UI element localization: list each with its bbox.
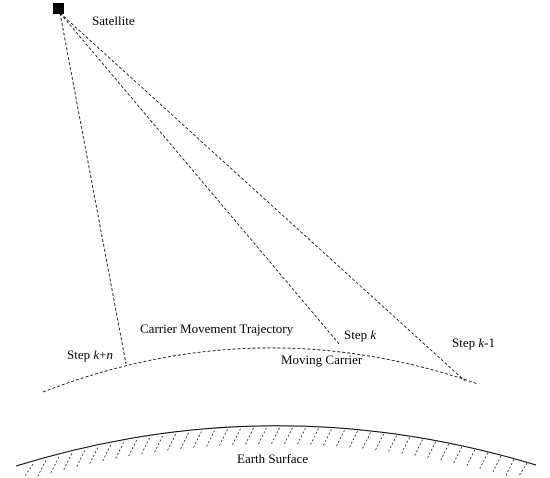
hatch-mark: [401, 437, 410, 454]
hatch-mark: [297, 427, 306, 445]
hatch-mark: [349, 431, 358, 448]
hatch-mark: [414, 439, 423, 456]
hatch-mark: [76, 450, 86, 467]
hatch-mark: [245, 428, 254, 445]
hatch-mark: [167, 434, 176, 451]
carrier-trajectory-arc: [42, 347, 479, 393]
line-of-sight-k-minus-1: [59, 12, 466, 382]
trajectory-label: Carrier Movement Trajectory: [140, 321, 294, 336]
hatch-mark: [323, 429, 332, 446]
hatch-mark: [440, 444, 450, 461]
hatch-mark: [505, 459, 515, 476]
hatch-mark: [492, 455, 502, 473]
hatch-mark: [271, 427, 280, 444]
hatch-mark: [141, 437, 150, 455]
earth-surface-label: Earth Surface: [237, 451, 308, 466]
step-k-label: Step k: [344, 327, 376, 342]
hatch-mark: [102, 444, 112, 462]
hatch-mark: [453, 446, 463, 464]
earth-surface-arc: [15, 425, 537, 467]
hatch-mark: [336, 429, 345, 447]
hatch-mark: [206, 430, 215, 447]
step-k-minus-1-label: Step k-1: [452, 335, 495, 350]
hatch-mark: [193, 431, 202, 448]
hatch-mark: [362, 432, 371, 449]
hatch-mark: [37, 460, 47, 477]
hatch-mark: [310, 428, 319, 445]
line-of-sight-k: [59, 12, 341, 346]
hatch-mark: [479, 452, 489, 469]
hatch-mark: [258, 427, 267, 445]
hatch-mark: [388, 435, 397, 452]
hatch-mark: [232, 428, 241, 445]
hatch-mark: [427, 441, 436, 458]
hatch-mark: [128, 439, 137, 457]
earth-surface-hatching: [24, 427, 528, 477]
satellite-marker: [53, 3, 64, 14]
hatch-mark: [284, 427, 293, 444]
hatch-mark: [219, 429, 228, 446]
hatch-mark: [50, 456, 60, 474]
hatch-mark: [375, 433, 384, 451]
satellite-label: Satellite: [92, 13, 135, 28]
hatch-mark: [115, 442, 124, 459]
line-of-sight-k-plus-n: [59, 12, 127, 365]
step-k-plus-n-label: Step k+n: [67, 347, 113, 362]
hatch-mark: [518, 462, 528, 477]
hatch-mark: [154, 435, 163, 453]
hatch-mark: [89, 447, 99, 464]
moving-carrier-label: Moving Carrier: [281, 352, 363, 367]
hatch-mark: [63, 453, 73, 470]
hatch-mark: [180, 432, 189, 449]
hatch-mark: [466, 449, 476, 466]
hatch-mark: [24, 463, 34, 477]
